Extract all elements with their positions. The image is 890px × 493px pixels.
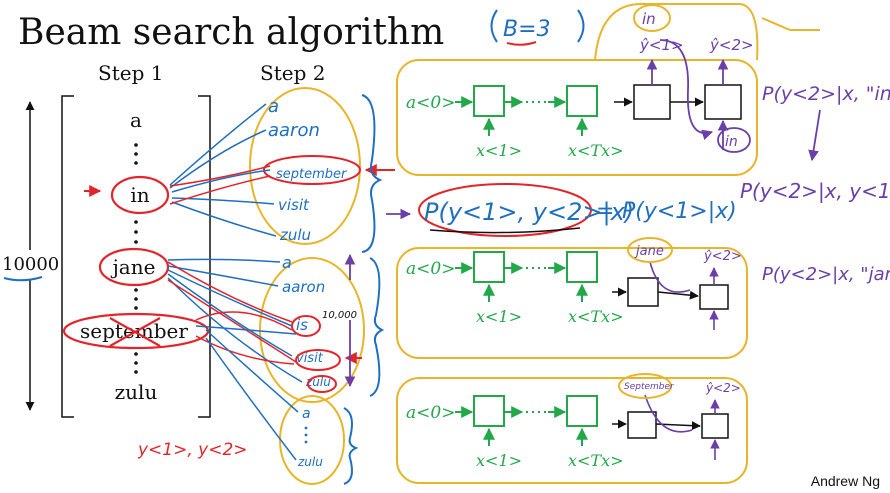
panel3-encoder-box-1 [473,395,505,427]
panel2-encoder-box-2 [566,251,598,283]
step1-dots-1 [134,143,138,165]
main-formula-eq: = [596,199,614,224]
page-title: Beam search algorithm [18,12,444,53]
panel1-encoder-box-2 [566,85,598,117]
panel2-jane-circle [627,237,673,263]
panel3-a0-label: a<0> [406,403,455,423]
step1-dots-4 [134,352,138,374]
main-formula-rhs2: P(y<2>|x, y<1>) [740,179,890,203]
step2-list1-word-3: september [276,167,348,182]
step2-list1-brace [361,94,383,253]
panel1-yhat2: ŷ<2> [709,36,754,54]
step2-list1-word-2: aaron [268,120,320,141]
main-formula-lhs: P(y<1>, y<2>|x) [424,198,634,226]
panel3-xT-label: x<Tx> [568,451,624,470]
rnn-panels: a<0> x<1> x<Tx> a<0> x<1> x<Tx> a<0> x<1> x<Tx> [406,85,624,470]
main-formula-rhs1: P(y<1>|x) [622,199,737,224]
panel2-a0-label: a<0> [406,259,455,279]
panel3-decoder [612,394,729,460]
main-formula-underline [429,227,581,234]
step1-word-jane: jane [111,255,156,279]
panel1-in-top-circle [633,4,671,32]
step1-header: Step 1 [98,61,163,85]
panel1-xT-label: x<Tx> [568,141,624,160]
panel3-september: September [624,382,675,392]
step1-note: y<1>, y<2> [137,440,248,460]
step2-list3-word-1: a [302,406,311,422]
step2-list2-word-1: a [282,253,292,272]
step2-list2-word-2: aaron [282,278,325,296]
panel3-yhat2: ŷ<2> [705,381,741,395]
panel1-pointer [761,17,820,31]
step2-list1-word-1: a [268,96,279,117]
step1-dots-3 [134,288,138,310]
step2-ovals [249,87,365,485]
step2-list1-word-4: visit [278,196,310,214]
step2-header: Step 2 [260,61,325,85]
step2-list3-word-2: zulu [297,455,323,469]
step1-word-a: a [130,108,142,132]
panel1-x1-label: x<1> [476,141,522,160]
panel1-a0-label: a<0> [406,93,455,113]
panel3-encoder-box-2 [566,395,598,427]
panel1-in-bottom-circle [717,127,751,153]
step1-word-zulu: zulu [115,380,158,404]
panel2-encoder-box-1 [473,251,505,283]
beam-width-label: B=3 [503,17,551,42]
panel1-decoder [614,39,742,150]
step2-list2-word-3: is [296,316,308,334]
formula-down-arrow [808,109,821,162]
step2-list3-dots [304,426,308,444]
panel1-in-top: in [642,10,656,28]
credit-label: Andrew Ng [811,473,880,489]
panel1-yhat1: ŷ<1> [639,36,684,54]
step2-september-circle [263,155,361,185]
formula-step2-jane: P(y<2>|x, "jane") [762,264,890,285]
beam-width-note: B=3 [490,9,585,46]
step2-list2-word-4: visit [296,351,324,366]
step2-list1-word-5: zulu [279,226,311,244]
panel2-xT-label: x<Tx> [568,307,624,326]
panel3-x1-label: x<1> [476,451,522,470]
step1-word-in: in [130,183,149,207]
step2-list2-count: 10,000 [322,310,357,321]
panel2-decoder [612,261,729,330]
panel1-encoder-box-1 [473,85,505,117]
formula-step2-in: P(y<2>|x, "in") [762,83,890,105]
step1-dots-2 [134,220,138,244]
vocab-size-underline [3,276,43,282]
panels [396,3,759,484]
step2-list2-brace [369,257,385,397]
panel2-x1-label: x<1> [476,307,522,326]
panel1-in-bottom: in [725,134,738,150]
main-formula-circle [418,183,592,237]
panel3-september-circle [618,373,672,399]
step1-to-step2-connectors [167,103,303,461]
panel2-jane: jane [634,244,664,259]
panel2-yhat2: ŷ<2> [703,249,742,264]
vocab-size-label: 10000 [2,254,59,275]
step1-vector-bracket [61,95,211,418]
step2-list3-brace [343,407,359,485]
